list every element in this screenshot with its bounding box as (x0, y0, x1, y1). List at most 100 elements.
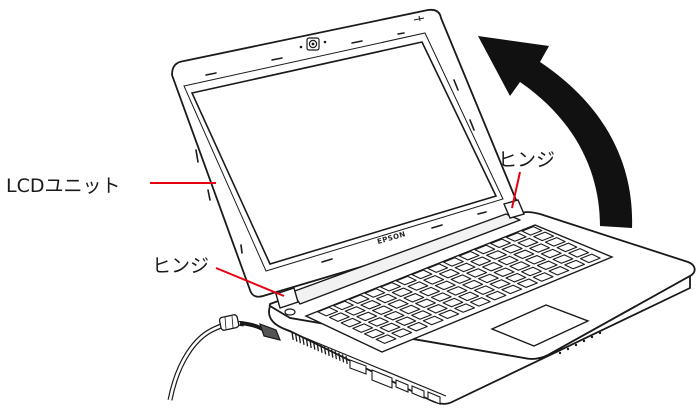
keyboard-key (540, 248, 562, 259)
keyboard-key (501, 244, 523, 254)
keyboard-keys (317, 226, 601, 344)
keyboard-key (466, 268, 488, 278)
keyboard-key (407, 281, 429, 291)
keyboard-key (469, 297, 491, 307)
vent-slot (320, 344, 323, 353)
keyboard-key (462, 279, 484, 290)
keyboard-key (505, 232, 527, 242)
keyboard-key (426, 304, 448, 314)
keyboard-key (317, 306, 339, 317)
keyboard-key (497, 255, 519, 266)
vent-slot (302, 336, 305, 345)
keyboard-key (419, 286, 441, 297)
keyboard-key (352, 323, 374, 333)
side-ports (349, 359, 441, 405)
keyboard-key (529, 243, 551, 253)
keyboard-key (521, 266, 542, 277)
keyboard-key (525, 255, 546, 265)
power-plug (259, 322, 281, 341)
keyboard-key (391, 287, 413, 298)
keyboard-key (450, 274, 472, 284)
hinge-left (275, 287, 299, 309)
keyboard-key (376, 293, 397, 304)
keyboard-key (348, 294, 370, 304)
keyboard-key (454, 262, 476, 273)
keyboard-key (372, 305, 393, 315)
keyboard-key (434, 280, 456, 291)
keyboard-key (438, 309, 460, 320)
keyboard-key (458, 250, 480, 261)
keyboard-key (556, 242, 578, 253)
keyboard-key (438, 268, 460, 279)
keyboard-key (548, 266, 570, 276)
keyboard-key (356, 311, 378, 322)
keyboard-key (427, 263, 449, 273)
keyboard-key (517, 278, 538, 288)
keyboard-key (363, 328, 385, 339)
vent-slot (334, 351, 338, 360)
hinge-right-label: ヒンジ (498, 149, 555, 171)
vent-slot (316, 343, 320, 352)
keyboard-key (513, 249, 535, 260)
keyboard-key (415, 298, 436, 309)
keyboard-key (340, 317, 362, 328)
keyboard-key (482, 261, 503, 272)
keyboard-key (395, 275, 417, 286)
keyboard-key (442, 257, 464, 267)
vent-slot (327, 347, 330, 357)
keyboard-key (391, 328, 413, 338)
keyboard-key (454, 303, 476, 313)
keyboard-key (473, 285, 495, 295)
keyboard-key (517, 237, 539, 248)
curved-arrow-up-icon (478, 36, 633, 228)
hinge-left-label: ヒンジ (152, 255, 209, 277)
keyboard-key (521, 226, 543, 236)
vent-slot (309, 339, 312, 349)
hinge-right-callout-line (511, 171, 521, 209)
vent-slot (323, 346, 327, 355)
keyboard-key (446, 286, 468, 296)
laptop-base (268, 199, 696, 405)
keyboard-key (485, 290, 507, 301)
vent-slot (330, 349, 334, 358)
keyboard-key (383, 310, 405, 321)
vent-slot (338, 352, 341, 361)
status-indicators (558, 331, 602, 355)
keyboard-key (407, 321, 428, 332)
keyboard-key (579, 253, 601, 264)
vent-slot (305, 338, 309, 347)
lcd-unit: EPSON (171, 8, 523, 298)
keyboard-key (403, 293, 425, 303)
keyboard-key (532, 272, 554, 282)
keyboard-key (501, 284, 523, 295)
keyboard-key (399, 304, 421, 315)
keyboard-key (470, 256, 492, 266)
keyboard-key (430, 292, 452, 302)
keyboard-key (344, 306, 366, 316)
power-cable (167, 314, 281, 401)
keyboard-key (360, 299, 382, 310)
keyboard-key (486, 250, 507, 260)
lcd-screen (190, 41, 498, 265)
keyboard-key (395, 316, 417, 326)
vent-slot (341, 354, 345, 363)
side-vents (291, 331, 348, 365)
vent-slot (291, 331, 294, 341)
vent-slot (294, 333, 298, 342)
keyboard-key (380, 282, 401, 292)
power-button (284, 308, 296, 316)
keyboard-key (536, 260, 558, 271)
keyboard-key (505, 272, 527, 283)
keyboard-key (375, 334, 397, 344)
keyboard-key (379, 322, 401, 333)
keyboard-key (474, 244, 496, 255)
keyboard-key (477, 273, 499, 284)
lcd-unit-label: LCDユニット (6, 175, 120, 197)
keyboard-key (442, 297, 464, 308)
keyboard-key (411, 269, 433, 280)
keyboard-key (423, 275, 445, 285)
hinge-left-callout-line (215, 267, 285, 297)
vent-slot (345, 355, 348, 365)
